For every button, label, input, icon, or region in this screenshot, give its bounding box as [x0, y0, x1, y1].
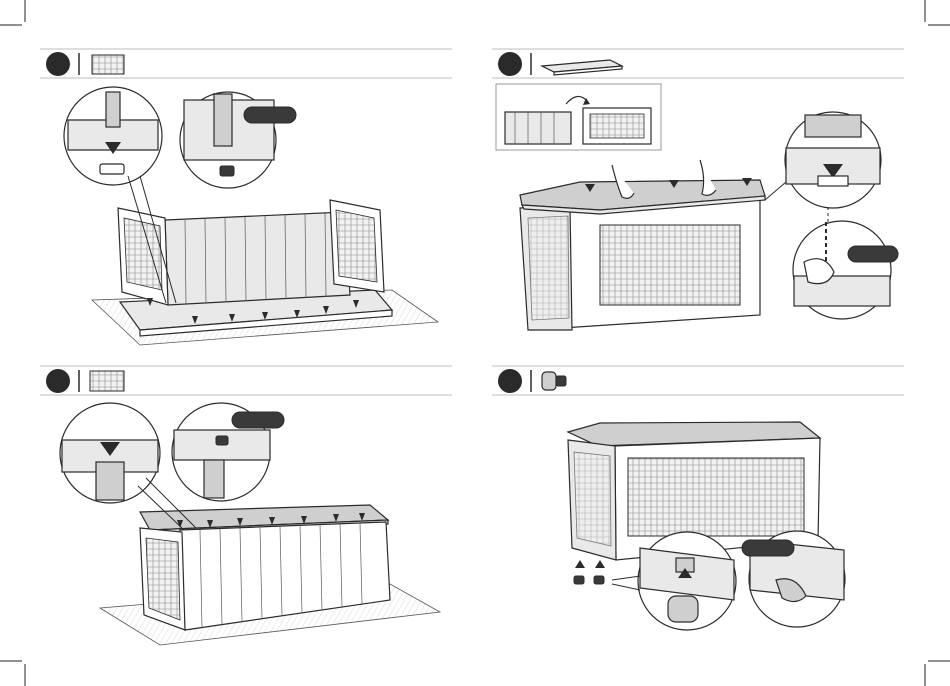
step-2-callout: [848, 246, 898, 262]
wall-panel-icon: [92, 55, 124, 74]
step-4: [492, 366, 904, 630]
step-3-detail-b: [172, 403, 284, 501]
step-4-detail-b: [742, 531, 845, 627]
step-4-detail-a: [638, 532, 736, 630]
lid-panel-icon: [542, 60, 622, 75]
step-2-box: [520, 160, 765, 330]
step-1: [40, 49, 452, 345]
step-3-detail-a: [60, 403, 160, 503]
foot-plug-icon: [542, 372, 566, 390]
side-panel-icon: [90, 371, 124, 391]
step-2-orientation-inset: [496, 84, 661, 150]
step-4-callout: [742, 540, 794, 556]
step-2-detail-a: [785, 112, 881, 208]
step-4-badge: [498, 369, 522, 393]
step-1-detail-a: [64, 87, 162, 185]
step-3-badge: [46, 369, 70, 393]
step-1-detail-b: [180, 92, 296, 188]
step-2-badge: [498, 52, 522, 76]
step-1-badge: [46, 52, 70, 76]
step-3: [40, 366, 452, 645]
step-2: [492, 49, 904, 330]
step-1-callout: [244, 107, 296, 123]
step-2-detail-b: [793, 221, 898, 319]
step-3-callout: [232, 412, 284, 428]
